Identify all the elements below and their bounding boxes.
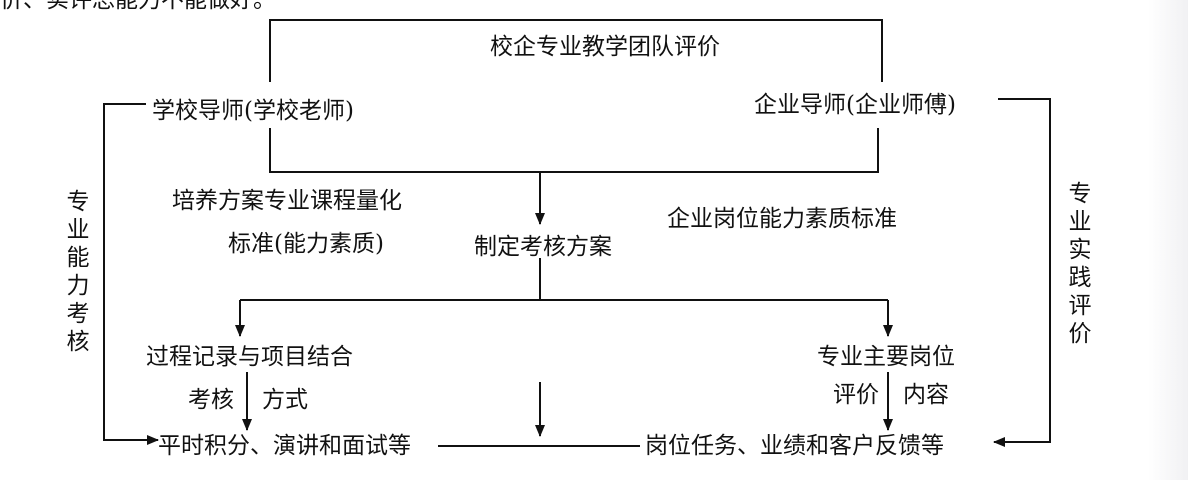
enterprise-standard-label: 企业岗位能力素质标准 — [667, 206, 897, 232]
side-shade — [1148, 0, 1188, 480]
left-vertical-label: 专业能力考核 — [66, 189, 90, 355]
enterprise-mentor-label: 企业导师(企业师傅) — [754, 92, 956, 118]
right-loop — [993, 98, 1051, 447]
top-bracket — [269, 19, 883, 82]
right-sub-a: 评价 — [833, 382, 879, 408]
school-mentor-label: 学校导师(学校老师) — [152, 98, 354, 124]
bottom-right-label: 岗位任务、业绩和客户反馈等 — [645, 433, 944, 459]
top-partial-text: 价、实评总能力不能做好。 — [0, 0, 276, 13]
training-plan-line1: 培养方案专业课程量化 — [172, 188, 402, 214]
training-plan-line2: 标准(能力素质) — [228, 231, 384, 257]
left-loop — [103, 103, 159, 445]
right-sub-b: 内容 — [903, 382, 949, 408]
major-positions-label: 专业主要岗位 — [817, 344, 955, 370]
bottom-bracket — [269, 128, 879, 173]
left-sub-b: 方式 — [262, 387, 308, 413]
left-sub-a: 考核 — [188, 387, 234, 413]
assessment-plan-label: 制定考核方案 — [474, 234, 612, 260]
box-top-label: 校企专业教学团队评价 — [490, 34, 720, 60]
bottom-left-label: 平时积分、演讲和面试等 — [158, 433, 411, 459]
right-vertical-label: 专业实践评价 — [1068, 181, 1092, 347]
process-record-label: 过程记录与项目结合 — [146, 344, 353, 370]
